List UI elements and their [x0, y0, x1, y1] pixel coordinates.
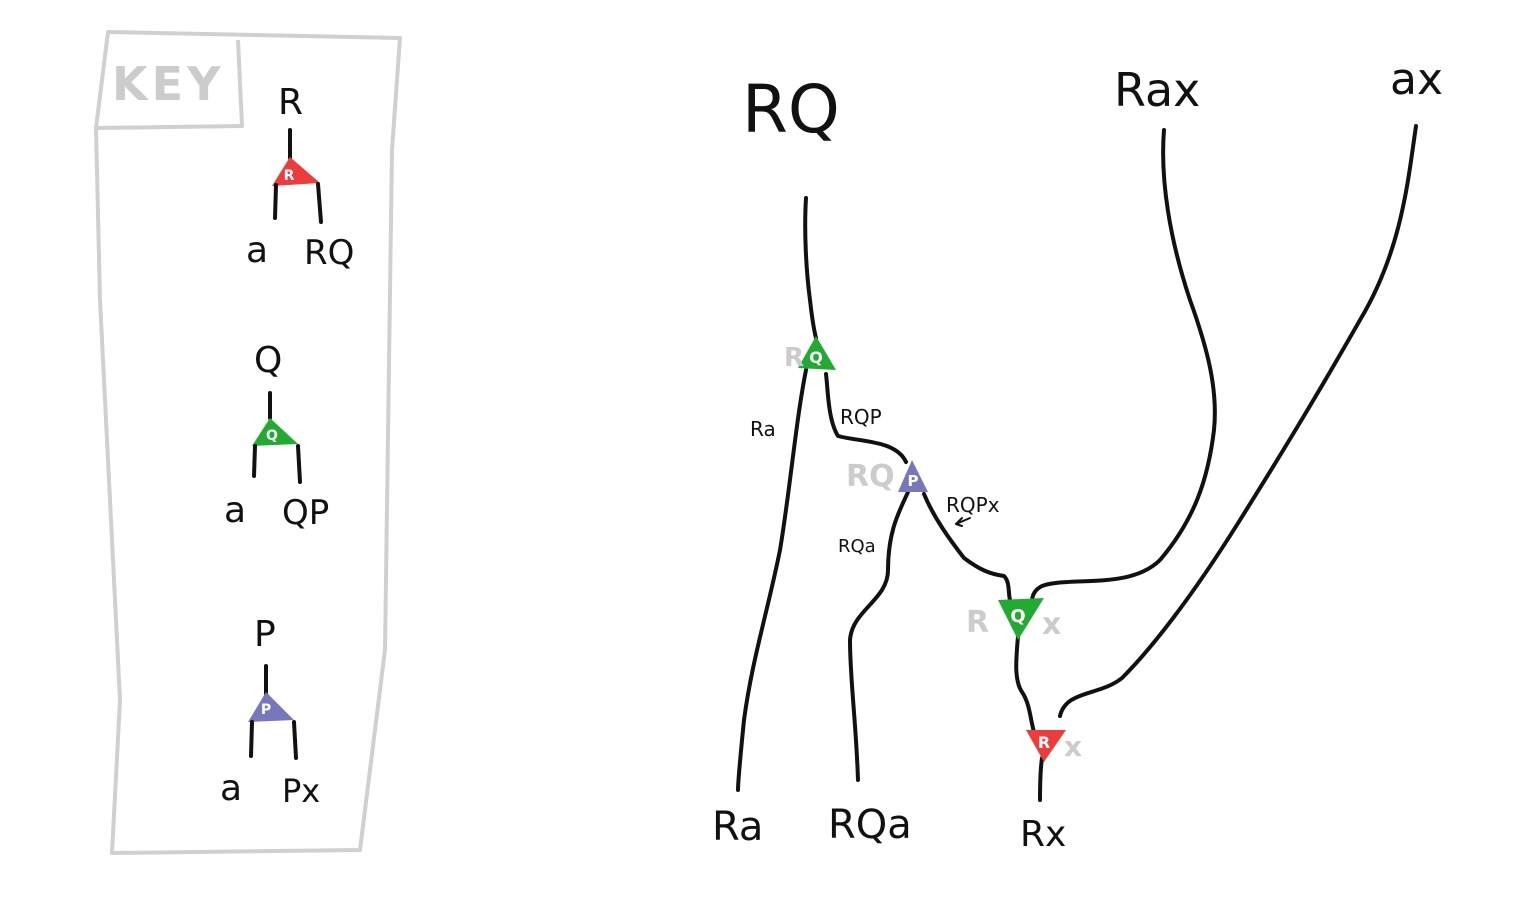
- key-entry-p: P P a Px: [220, 614, 320, 810]
- node-q-top: Q R: [784, 336, 836, 373]
- edge-label-rqa: RQa: [838, 536, 876, 557]
- node-r-low-label: R: [1038, 733, 1050, 752]
- key-entry-p-right-wire: [292, 720, 298, 760]
- edge-label-rqp: RQP: [840, 405, 882, 429]
- node-q-low-label: Q: [1010, 606, 1025, 627]
- key-entry-r-node-label: R: [284, 168, 295, 184]
- wire-rq-to-q-top: [803, 196, 818, 340]
- input-rax: Rax: [1114, 63, 1200, 117]
- key-entry-p-node-label: P: [261, 702, 271, 718]
- wire-p-to-rqa: [848, 490, 910, 782]
- main-diagram: RQ Rax ax Q R P RQ Q R x: [712, 54, 1443, 855]
- key-entry-r: R R a RQ: [246, 82, 354, 273]
- key-entry-p-node: [248, 692, 294, 722]
- output-rx: Rx: [1020, 814, 1066, 855]
- key-entry-r-left-wire: [273, 183, 278, 220]
- node-p-mid-triangle: [898, 460, 928, 492]
- node-q-low: Q R x: [966, 598, 1061, 642]
- edge-label-rqpx: RQPx: [946, 493, 1000, 517]
- node-r-low: R x: [1026, 730, 1082, 763]
- node-p-mid: P RQ: [846, 459, 928, 494]
- key-entry-p-left-wire: [249, 720, 254, 758]
- node-q-low-ghost-right: x: [1042, 607, 1061, 642]
- wire-ax-to-r-low: [1058, 124, 1418, 718]
- key-entry-q: Q Q a QP: [224, 340, 329, 533]
- node-q-top-label: Q: [809, 348, 823, 367]
- node-q-top-triangle: [798, 336, 836, 370]
- node-r-low-ghost-right: x: [1064, 730, 1082, 763]
- wire-p-to-q-low: [922, 492, 1012, 602]
- key-entry-q-left: a: [224, 490, 246, 531]
- key-panel: KEY R R a RQ Q Q a QP P P: [94, 30, 402, 855]
- node-q-low-triangle: [998, 598, 1044, 640]
- key-entry-r-right: RQ: [304, 233, 354, 273]
- key-border: [94, 30, 402, 855]
- node-r-low-triangle: [1026, 730, 1066, 762]
- key-entry-q-left-wire: [252, 444, 257, 478]
- node-p-mid-ghost-left: RQ: [846, 459, 895, 494]
- key-entry-r-top: R: [278, 82, 303, 123]
- wire-q-top-to-ra: [736, 368, 808, 792]
- input-ax: ax: [1390, 54, 1443, 105]
- output-ra: Ra: [712, 804, 763, 850]
- key-entry-q-node: [252, 418, 298, 446]
- wire-q-low-to-r-low: [1014, 634, 1036, 734]
- key-entry-r-node: [272, 157, 320, 186]
- edge-label-ra: Ra: [750, 417, 776, 441]
- wire-q-top-to-p: [824, 372, 908, 464]
- wire-rax-to-q-low: [1030, 128, 1217, 604]
- edge-label-rqpx-pointer: [955, 517, 971, 527]
- key-entry-p-top: P: [254, 614, 276, 655]
- input-rq: RQ: [742, 71, 840, 148]
- key-entry-q-right-wire: [296, 444, 302, 484]
- key-entry-q-node-label: Q: [266, 428, 278, 444]
- output-rqa: RQa: [828, 802, 912, 848]
- key-entry-p-left: a: [220, 768, 242, 809]
- key-entry-r-left: a: [246, 230, 268, 271]
- key-entry-q-top: Q: [254, 340, 282, 381]
- node-q-low-ghost-left: R: [966, 605, 989, 640]
- key-title: KEY: [112, 57, 224, 111]
- wire-r-low-to-rx: [1038, 756, 1044, 802]
- key-title-box: [95, 39, 244, 130]
- key-entry-r-right-wire: [316, 182, 323, 224]
- key-entry-q-right: QP: [282, 493, 329, 533]
- node-q-top-ghost-left: R: [784, 343, 804, 373]
- node-p-mid-label: P: [908, 472, 919, 490]
- key-entry-p-right: Px: [282, 772, 320, 810]
